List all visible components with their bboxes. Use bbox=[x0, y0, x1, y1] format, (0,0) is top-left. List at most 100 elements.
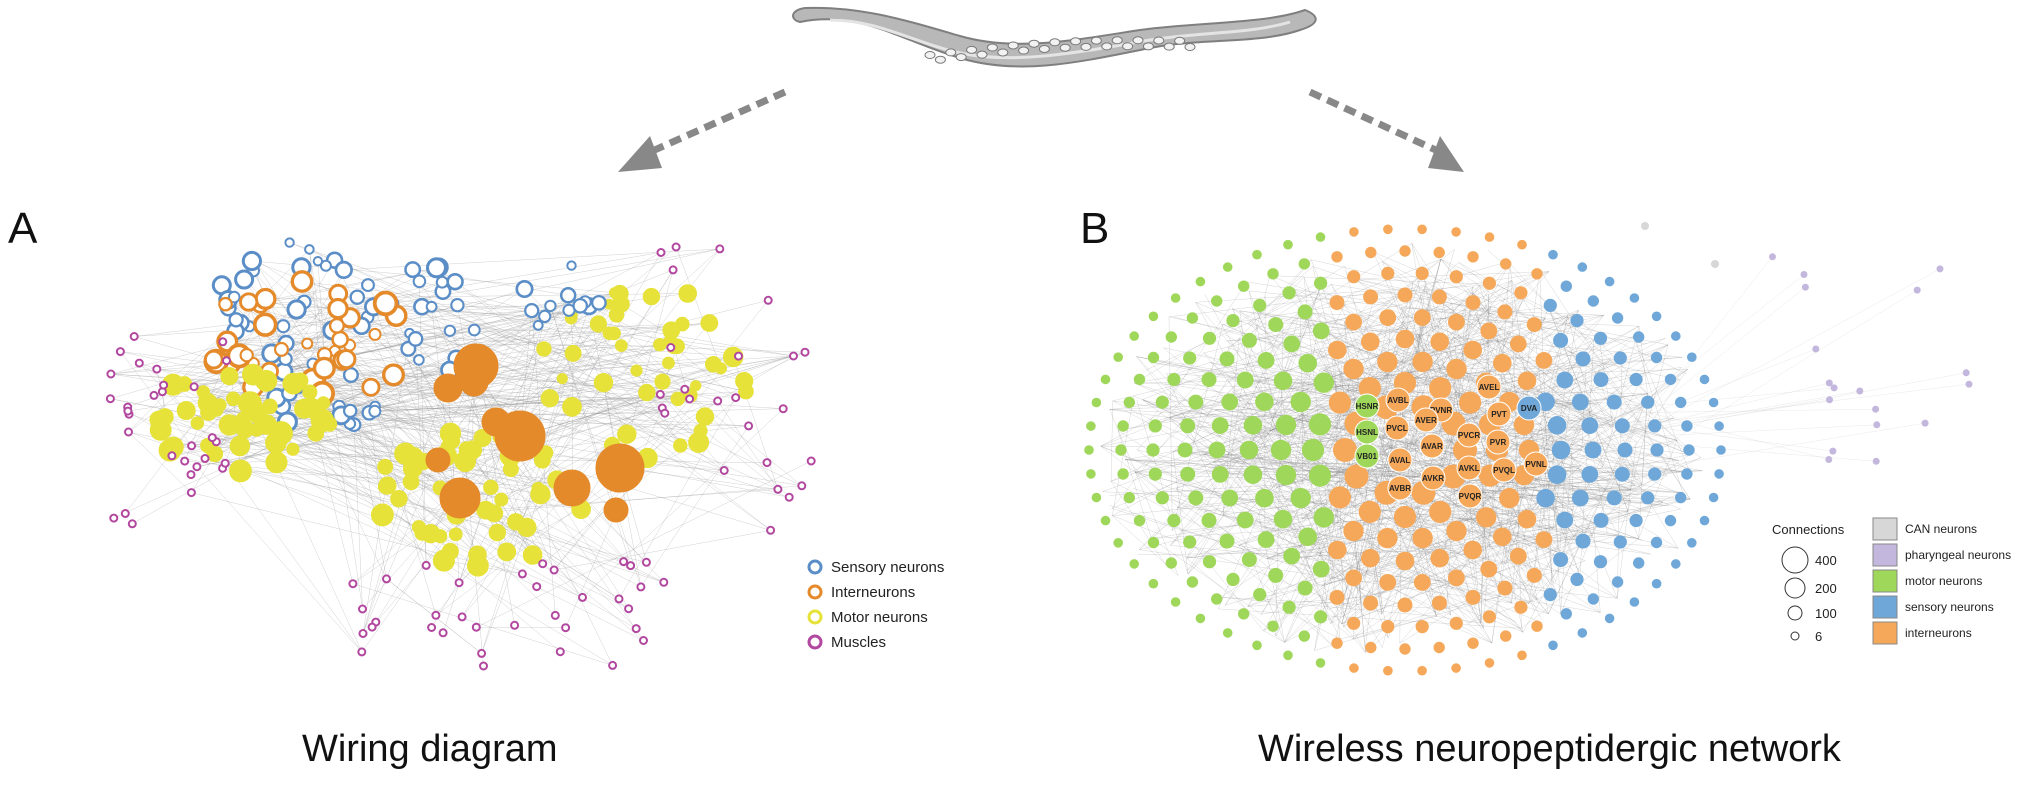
peptide-edge bbox=[1172, 362, 1211, 376]
neuron-node bbox=[1267, 620, 1279, 632]
neuron-node bbox=[494, 492, 509, 507]
synapse-edge bbox=[139, 362, 582, 510]
neuron-node bbox=[656, 248, 666, 257]
neuron-node bbox=[544, 299, 557, 313]
neuron-node bbox=[1312, 560, 1330, 578]
peptide-edge bbox=[1511, 531, 1578, 604]
neuron-node bbox=[612, 295, 630, 313]
peptide-edge bbox=[1160, 491, 1524, 633]
synapse-edge bbox=[646, 392, 699, 443]
synapse-edge bbox=[512, 448, 644, 641]
peptide-edge bbox=[1238, 545, 1481, 593]
neuron-node bbox=[1148, 578, 1159, 589]
size-legend-circle bbox=[1781, 546, 1809, 574]
neuron-node bbox=[530, 484, 551, 505]
neuron-node bbox=[149, 390, 159, 400]
neuron-node bbox=[1188, 394, 1204, 410]
neuron-node bbox=[1484, 232, 1495, 242]
neuron-node bbox=[435, 275, 449, 289]
neuron-label: AVKL bbox=[1458, 464, 1479, 473]
peptide-edge bbox=[1247, 596, 1367, 607]
worm-egg bbox=[1122, 42, 1134, 51]
peptide-edge bbox=[1195, 405, 1618, 599]
neuron-node bbox=[265, 451, 288, 474]
peptide-edge bbox=[1487, 249, 1675, 419]
peptide-edge bbox=[1528, 310, 1579, 604]
synapse-edge bbox=[451, 440, 637, 629]
neuron-node bbox=[1575, 351, 1591, 367]
synapse-edge bbox=[322, 420, 543, 564]
neuron-node bbox=[1962, 369, 1970, 377]
neuron-node bbox=[668, 265, 678, 275]
peptide-edge bbox=[1379, 509, 1619, 536]
peptide-edge bbox=[1618, 501, 1631, 535]
labeled-neuron-node bbox=[1523, 451, 1549, 477]
neuron-node bbox=[1497, 304, 1513, 320]
neuron-node bbox=[502, 461, 519, 478]
neuron-node bbox=[1133, 514, 1146, 527]
neuron-node bbox=[358, 604, 367, 614]
neuron-node bbox=[1379, 309, 1397, 326]
neuron-node bbox=[1165, 557, 1178, 569]
peptide-edge bbox=[1390, 309, 1645, 407]
peptide-edge bbox=[1373, 390, 1484, 533]
synapse-edge bbox=[510, 468, 555, 571]
neuron-node bbox=[1167, 513, 1181, 528]
peptide-edge bbox=[1239, 310, 1353, 331]
size-legend-label: 6 bbox=[1815, 629, 1822, 644]
peptide-edge bbox=[1284, 440, 1678, 643]
neuron-node bbox=[1283, 650, 1293, 661]
neuron-node bbox=[1535, 352, 1553, 369]
synapse-edge bbox=[128, 431, 192, 493]
peptide-edge bbox=[1175, 344, 1448, 490]
peptide-edge bbox=[1109, 409, 1481, 460]
neuron-node bbox=[1202, 555, 1217, 569]
peptide-edge bbox=[1477, 517, 1538, 601]
neuron-node bbox=[1687, 352, 1697, 363]
neuron-node bbox=[515, 279, 534, 299]
neuron-node bbox=[1556, 511, 1574, 529]
peptide-edge bbox=[1240, 366, 1451, 396]
neuron-node bbox=[245, 391, 260, 406]
neuron-node bbox=[1148, 419, 1162, 433]
neuron-node bbox=[773, 484, 783, 494]
neuron-node bbox=[1593, 372, 1609, 388]
synapse-edge bbox=[582, 408, 784, 598]
neuron-node bbox=[439, 422, 462, 444]
peptide-edge bbox=[1440, 258, 1687, 375]
neuron-node bbox=[1650, 536, 1663, 549]
peptide-edge bbox=[1600, 366, 1691, 500]
worm-egg bbox=[1007, 41, 1019, 50]
peptide-edge bbox=[1602, 326, 1640, 467]
neuron-node bbox=[1571, 489, 1589, 507]
labeled-neuron-node bbox=[1486, 401, 1512, 427]
neuron-node bbox=[608, 660, 618, 670]
neuron-node bbox=[671, 242, 681, 252]
neuron-node bbox=[1290, 487, 1311, 509]
neuron-node bbox=[1629, 513, 1643, 528]
neuron-node bbox=[1500, 630, 1512, 642]
neuron-node bbox=[1100, 515, 1111, 526]
neuron-node bbox=[1913, 286, 1921, 294]
neuron-node bbox=[1241, 552, 1257, 568]
peptide-edge bbox=[1354, 531, 1366, 653]
synapse-edge bbox=[191, 492, 523, 575]
neuron-node bbox=[1451, 663, 1461, 673]
peptide-edge bbox=[1556, 480, 1652, 513]
neuron-node bbox=[1312, 322, 1330, 340]
synapse-edge bbox=[336, 325, 678, 400]
neuron-node bbox=[1611, 312, 1624, 324]
peptide-edge bbox=[1110, 480, 1267, 560]
neuron-node bbox=[789, 351, 798, 361]
neuron-node bbox=[510, 620, 520, 630]
synapse-edge bbox=[474, 329, 699, 443]
neuron-node bbox=[241, 250, 262, 272]
peptide-edge bbox=[1334, 342, 1389, 638]
neuron-node bbox=[1613, 351, 1627, 365]
neuron-node bbox=[549, 565, 559, 575]
neuron-node bbox=[1267, 268, 1279, 280]
labeled-neuron-node bbox=[1385, 387, 1411, 413]
neuron-node bbox=[591, 294, 607, 311]
neuron-node bbox=[1675, 396, 1687, 409]
peptide-edge bbox=[1351, 426, 1613, 453]
